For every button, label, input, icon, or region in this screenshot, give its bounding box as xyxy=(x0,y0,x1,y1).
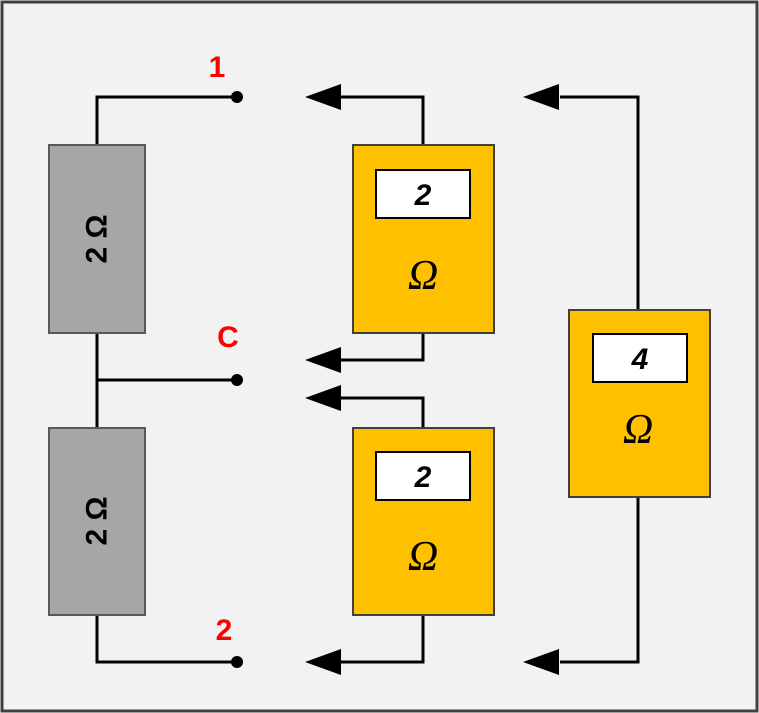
meter-display xyxy=(592,333,688,383)
terminal-2-label: 2 xyxy=(216,614,233,647)
arrow-icon xyxy=(523,84,559,110)
ohmmeter-upper: 2 Ω xyxy=(352,144,495,334)
lead-right-meter-top xyxy=(560,95,640,310)
terminal-1-dot xyxy=(231,91,243,103)
resistor-network xyxy=(95,95,237,664)
meter-leads xyxy=(340,95,640,664)
meter-lower-unit: Ω xyxy=(408,534,438,580)
terminal-2-dot xyxy=(231,656,243,668)
resistor-lower: 2 Ω xyxy=(48,427,146,616)
lead-right-meter-bottom xyxy=(560,497,640,664)
resistor-body xyxy=(48,144,146,334)
ohmmeter-right: 4 Ω xyxy=(568,309,711,498)
resistor-lower-label: 2 Ω xyxy=(81,496,114,545)
arrow-icon xyxy=(305,84,341,110)
terminal-c-label: C xyxy=(217,321,239,354)
lead-lower-meter-top xyxy=(340,396,425,428)
terminal-c-dot xyxy=(231,374,243,386)
lead-upper-meter-bottom xyxy=(340,333,425,362)
resistor-upper: 2 Ω xyxy=(48,144,146,334)
lead-upper-meter-top xyxy=(340,95,425,145)
resistor-body xyxy=(48,427,146,616)
arrow-icon xyxy=(305,347,341,373)
meter-display xyxy=(375,451,471,501)
arrow-icon xyxy=(523,649,559,675)
wire-terminal-2 xyxy=(95,615,237,664)
resistor-upper-label: 2 Ω xyxy=(81,214,114,263)
wire-terminal-1 xyxy=(95,95,237,145)
arrow-icon xyxy=(305,385,341,411)
meter-display xyxy=(375,169,471,219)
arrowheads xyxy=(305,84,559,675)
meter-upper-reading: 2 xyxy=(414,179,432,212)
lead-lower-meter-bottom xyxy=(340,615,425,664)
meter-lower-reading: 2 xyxy=(414,461,432,494)
arrow-icon xyxy=(305,649,341,675)
meter-right-unit: Ω xyxy=(623,407,653,453)
meter-upper-unit: Ω xyxy=(408,253,438,299)
meter-right-reading: 4 xyxy=(631,343,649,376)
ohmmeter-lower: 2 Ω xyxy=(352,427,495,616)
terminal-1-label: 1 xyxy=(209,51,226,84)
